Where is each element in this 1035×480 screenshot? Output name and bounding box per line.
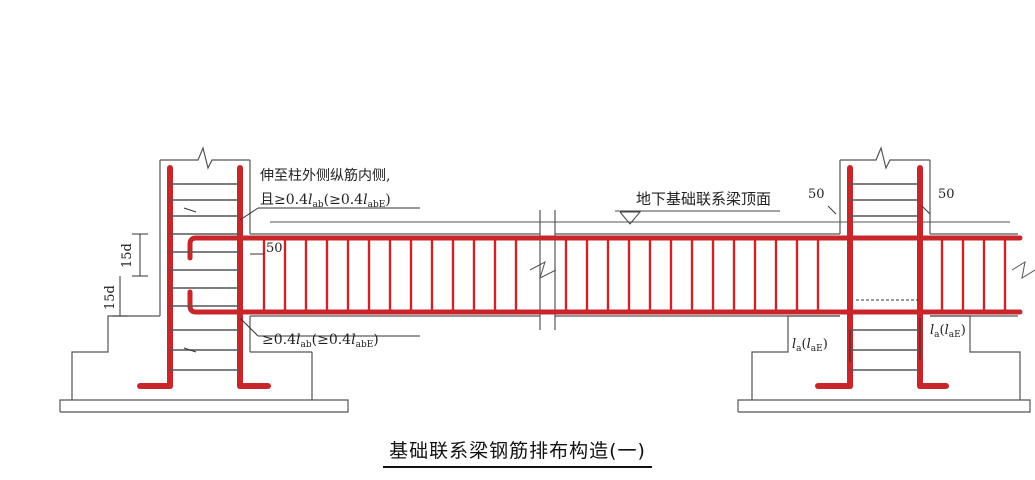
top-surface-marker: 地下基础联系梁顶面 [615,190,780,225]
column-ties [170,183,920,371]
anchor-text-line1: 伸至柱外侧纵筋内侧, [260,167,390,184]
lap-length-right: la(laE) [930,323,966,340]
beam-bottom-bar [187,289,1023,315]
dim-50-right-a: 50 [808,187,825,202]
dim-15d-b: 15d [103,285,118,310]
dim-15d-a: 15d [120,243,135,268]
beam-top-bar [187,235,1023,261]
dimension-lines [112,205,931,362]
top-surface-label: 地下基础联系梁顶面 [636,190,771,208]
caption-title: 基础联系梁钢筋排布构造(一) [383,436,652,468]
concrete-outline [59,146,1035,413]
anchor-text-line2: 且≥0.4lab(≥0.4labE) [260,192,391,210]
annotation-texts: 伸至柱外侧纵筋内侧, 且≥0.4lab(≥0.4labE) ≥0.4lab(≥0… [103,167,966,354]
beam-stirrups [262,238,1007,312]
dim-50-right-b: 50 [938,187,955,202]
dim-50-left: 50 [266,241,283,256]
bottom-anchor-text: ≥0.4lab(≥0.4labE) [262,332,379,350]
diagram-caption: 基础联系梁钢筋排布构造(一) [0,436,1035,468]
lap-length-left: la(laE) [792,337,828,354]
